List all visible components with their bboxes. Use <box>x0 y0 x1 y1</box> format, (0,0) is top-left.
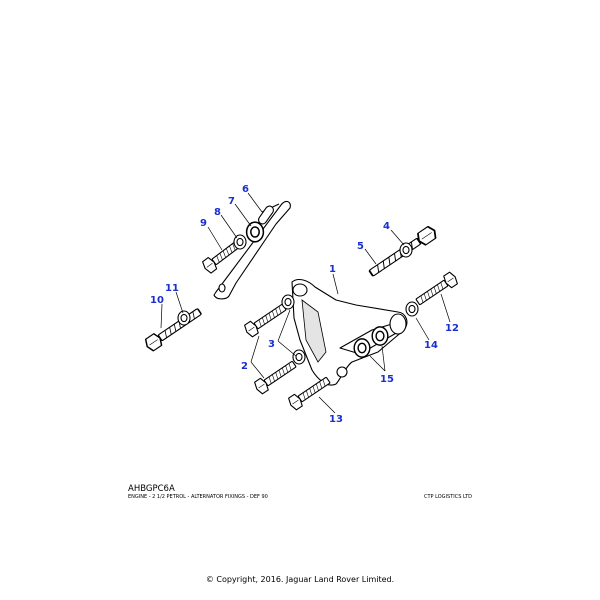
spacer-part-15-a <box>353 338 371 358</box>
washer-part-3-lower <box>292 349 306 365</box>
washer-part-3-upper <box>281 294 295 310</box>
bolt-part-12 <box>413 270 460 309</box>
callout-9: 9 <box>200 218 207 229</box>
bolt-part-10 <box>142 304 205 354</box>
adjusting-bracket <box>213 200 291 300</box>
washer-part-7 <box>245 221 265 243</box>
callout-11: 11 <box>165 283 179 294</box>
copyright-notice: © Copyright, 2016. Jaguar Land Rover Lim… <box>205 575 395 584</box>
callout-5: 5 <box>357 241 364 252</box>
callout-3: 3 <box>268 339 275 350</box>
bolt-part-2-lower <box>252 357 299 396</box>
callout-13: 13 <box>329 414 343 425</box>
callout-8: 8 <box>214 207 221 218</box>
spacer-part-15-b <box>371 326 389 346</box>
callout-6: 6 <box>242 184 249 195</box>
leader-lines <box>160 192 451 414</box>
callout-2: 2 <box>241 361 248 372</box>
callout-1: 1 <box>329 264 336 275</box>
washer-part-11 <box>177 310 191 326</box>
washer-part-14 <box>405 301 419 317</box>
washer-part-4 <box>399 242 413 258</box>
callout-15: 15 <box>380 374 394 385</box>
callout-7: 7 <box>228 196 235 207</box>
washer-part-8 <box>233 234 247 250</box>
callout-14: 14 <box>424 340 438 351</box>
supplier-name: CTP LOGISTICS LTD <box>423 494 472 500</box>
mounting-bracket <box>291 278 408 386</box>
diagram-description: ENGINE - 2 1/2 PETROL - ALTERNATOR FIXIN… <box>128 494 268 500</box>
bolt-part-13 <box>286 373 333 412</box>
callout-12: 12 <box>445 323 459 334</box>
callout-4: 4 <box>383 221 390 232</box>
diagram-code: AHBGPC6A <box>128 484 175 494</box>
callout-10: 10 <box>150 295 164 306</box>
